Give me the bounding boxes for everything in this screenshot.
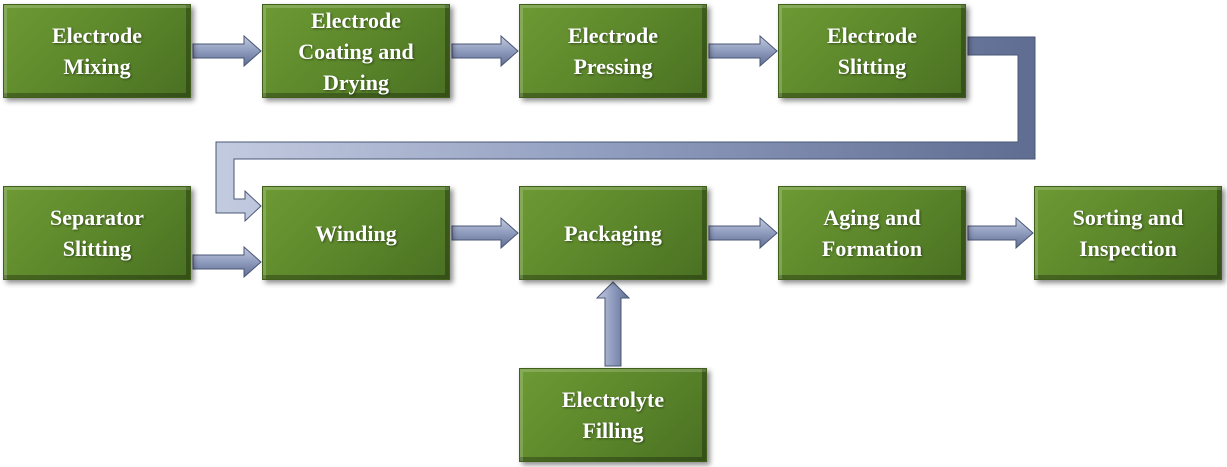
arrow-packaging-to-aging: [708, 216, 778, 250]
arrow-aging-to-sorting: [967, 216, 1034, 250]
step-electrode-pressing: Electrode Pressing: [519, 4, 707, 98]
step-label: Separator Slitting: [49, 205, 145, 261]
step-label: Aging and Formation: [821, 205, 923, 261]
step-label: Electrolyte Filling: [561, 387, 665, 443]
step-label: Electrode Coating and Drying: [298, 7, 414, 95]
arrow-separator-to-winding: [192, 245, 262, 279]
step-electrolyte-filling: Electrolyte Filling: [519, 368, 707, 462]
step-electrode-mixing: Electrode Mixing: [3, 4, 191, 98]
step-label: Electrode Pressing: [567, 23, 658, 79]
arrow-slitting-to-winding: [215, 36, 1036, 223]
arrow-pressing-to-slitting: [708, 34, 778, 68]
step-label: Winding: [315, 220, 397, 246]
arrow-mixing-to-coating: [192, 34, 262, 68]
step-label: Sorting and Inspection: [1072, 205, 1184, 261]
step-electrode-slitting: Electrode Slitting: [778, 4, 966, 98]
step-label: Packaging: [564, 220, 662, 246]
step-packaging: Packaging: [519, 186, 707, 280]
arrow-filling-to-packaging: [595, 281, 631, 367]
step-separator-slitting: Separator Slitting: [3, 186, 191, 280]
step-aging-formation: Aging and Formation: [778, 186, 966, 280]
step-label: Electrode Mixing: [51, 23, 142, 79]
step-sorting-inspection: Sorting and Inspection: [1034, 186, 1222, 280]
step-electrode-coating-drying: Electrode Coating and Drying: [262, 4, 450, 98]
arrow-coating-to-pressing: [451, 34, 519, 68]
arrow-winding-to-packaging: [451, 216, 519, 250]
step-winding: Winding: [262, 186, 450, 280]
step-label: Electrode Slitting: [826, 23, 917, 79]
